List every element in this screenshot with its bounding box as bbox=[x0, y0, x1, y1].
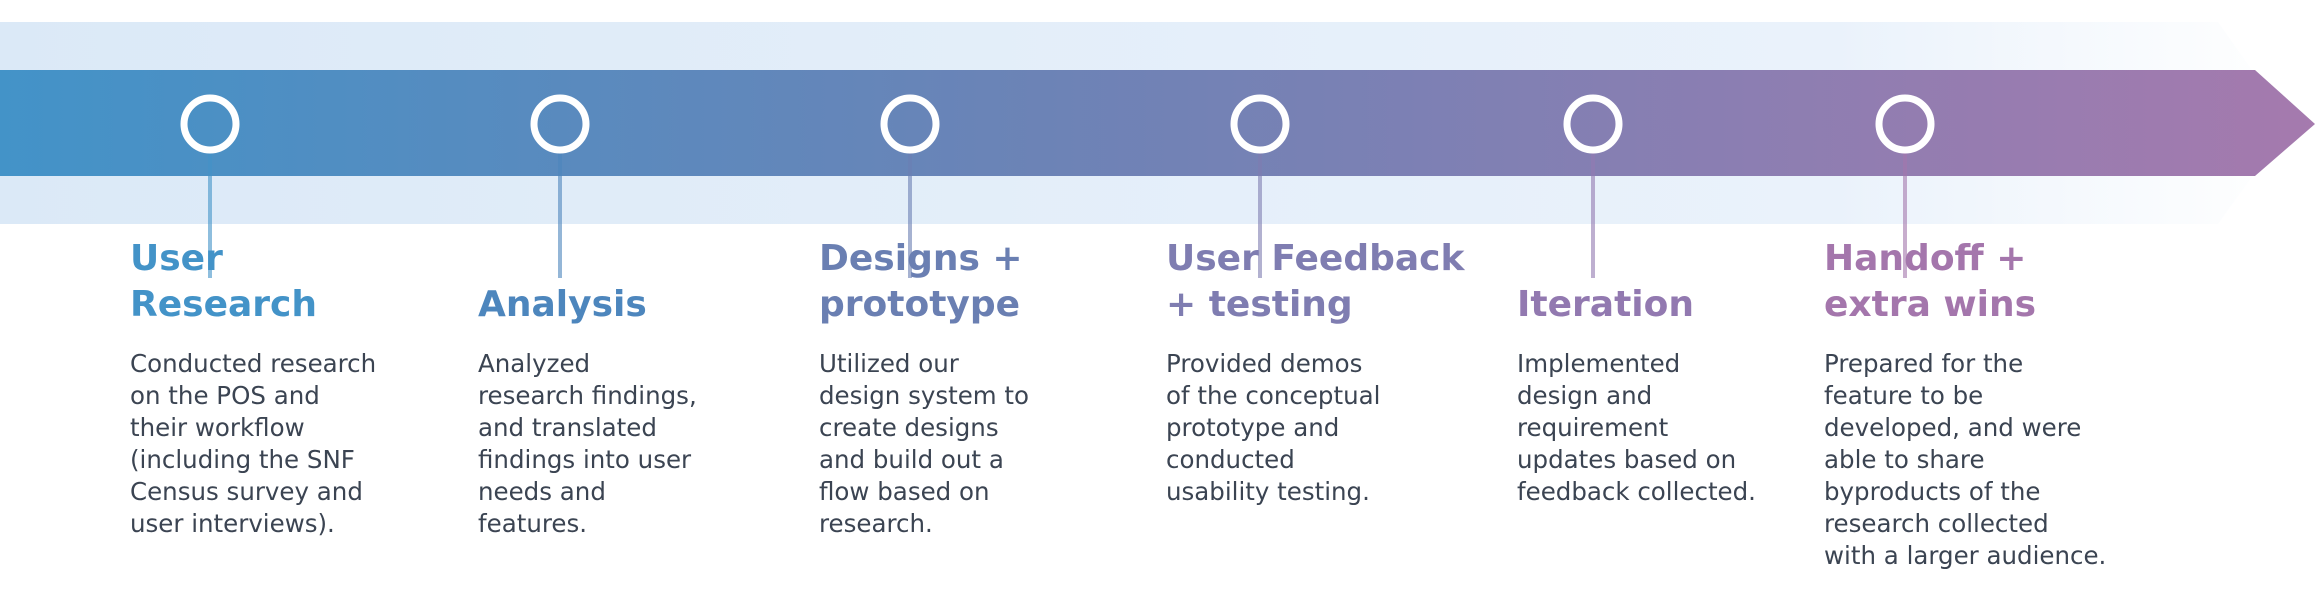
step-description-line: feedback collected. bbox=[1517, 477, 1756, 506]
step-description: Utilized our design system to create desig… bbox=[819, 348, 1159, 540]
step-title-line: prototype bbox=[819, 284, 1021, 325]
step-description-line: findings into user bbox=[478, 445, 692, 474]
step-title: Iteration bbox=[1517, 236, 1857, 328]
step-title-line: Research bbox=[130, 284, 317, 325]
step-description-line: Prepared for the bbox=[1824, 349, 2024, 378]
step-title: User Feedback + testing bbox=[1166, 236, 1506, 328]
step-description-line: Utilized our bbox=[819, 349, 959, 378]
step-description-line: Conducted research bbox=[130, 349, 377, 378]
step-description-line: research. bbox=[819, 509, 933, 538]
step-description-line: developed, and were bbox=[1824, 413, 2082, 442]
step-description-line: and build out a bbox=[819, 445, 1004, 474]
step-description-line: of the conceptual bbox=[1166, 381, 1381, 410]
step-title-line: + testing bbox=[1166, 284, 1353, 325]
step-description-line: feature to be bbox=[1824, 381, 1984, 410]
step-description-line: design and bbox=[1517, 381, 1653, 410]
step-title: Designs + prototype bbox=[819, 236, 1159, 328]
milestone-node-analysis bbox=[530, 94, 590, 154]
step-description-line: user interviews). bbox=[130, 509, 335, 538]
timeline-arrow bbox=[0, 70, 2315, 176]
step-description-line: updates based on bbox=[1517, 445, 1737, 474]
step-description-line: prototype and bbox=[1166, 413, 1340, 442]
step-title-line: Handoff + bbox=[1824, 238, 2027, 279]
step-description-line: requirement bbox=[1517, 413, 1669, 442]
step-description-line: design system to bbox=[819, 381, 1030, 410]
step-title: Analysis bbox=[478, 236, 818, 328]
step-description-line: usability testing. bbox=[1166, 477, 1370, 506]
step-title-line: extra wins bbox=[1824, 284, 2037, 325]
step-description-line: on the POS and bbox=[130, 381, 320, 410]
milestone-node-user-research bbox=[180, 94, 240, 154]
step-description-line: conducted bbox=[1166, 445, 1295, 474]
step-description-line: with a larger audience. bbox=[1824, 541, 2107, 570]
step-description: Implemented design and requirement updates … bbox=[1517, 348, 1857, 508]
step-description-line: research collected bbox=[1824, 509, 2049, 538]
step-description: Prepared for the feature to be developed, … bbox=[1824, 348, 2164, 572]
step-title-line: Iteration bbox=[1517, 284, 1694, 325]
step-title-line: Analysis bbox=[478, 284, 647, 325]
step-description-line: Census survey and bbox=[130, 477, 363, 506]
step-description-line: byproducts of the bbox=[1824, 477, 2041, 506]
step-title: Handoff + extra wins bbox=[1824, 236, 2164, 328]
milestone-node-user-feedback-testing bbox=[1230, 94, 1290, 154]
step-description: Provided demos of the conceptual prototype… bbox=[1166, 348, 1506, 508]
step-title-line: User bbox=[130, 238, 223, 279]
step-description-line: features. bbox=[478, 509, 588, 538]
step-description: Analyzed research findings, and translated… bbox=[478, 348, 818, 540]
step-description: Conducted research on the POS and their wo… bbox=[130, 348, 470, 540]
step-description-line: Analyzed bbox=[478, 349, 591, 378]
step-description-line: Provided demos bbox=[1166, 349, 1363, 378]
step-description-line: flow based on bbox=[819, 477, 990, 506]
step-description-line: and translated bbox=[478, 413, 657, 442]
step-description-line: needs and bbox=[478, 477, 606, 506]
step-description-line: able to share bbox=[1824, 445, 1985, 474]
milestone-node-iteration bbox=[1563, 94, 1623, 154]
step-description-line: research findings, bbox=[478, 381, 697, 410]
milestone-node-designs-prototype bbox=[880, 94, 940, 154]
step-description-line: Implemented bbox=[1517, 349, 1681, 378]
step-description-line: (including the SNF bbox=[130, 445, 355, 474]
step-title-line: Designs + bbox=[819, 238, 1023, 279]
milestone-node-handoff-extra-wins bbox=[1875, 94, 1935, 154]
step-description-line: their workflow bbox=[130, 413, 305, 442]
step-title-line: User Feedback bbox=[1166, 238, 1465, 279]
step-description-line: create designs bbox=[819, 413, 999, 442]
